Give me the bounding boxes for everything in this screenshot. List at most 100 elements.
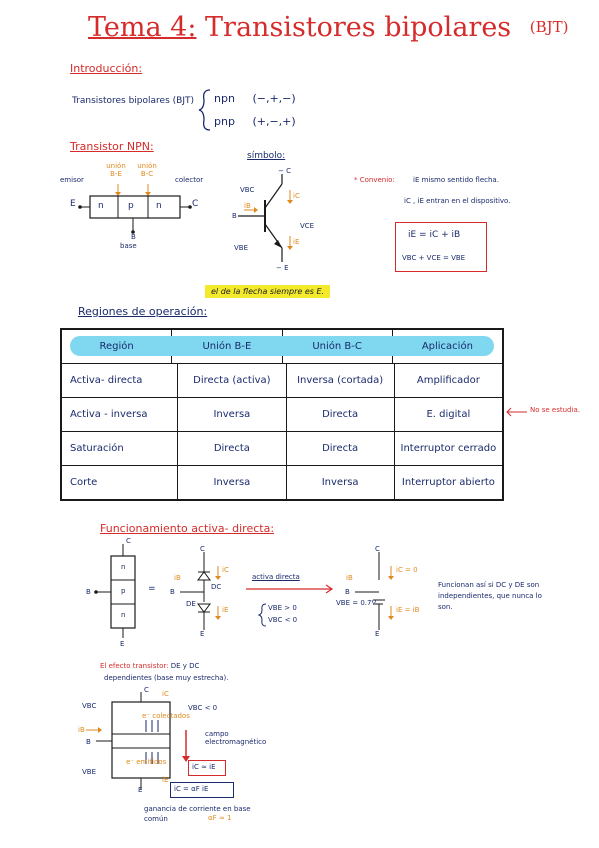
dm-B: B xyxy=(170,588,175,596)
npn-label: npn xyxy=(214,92,235,105)
dm-ie: iE xyxy=(222,606,229,614)
cond2: VBC < 0 xyxy=(268,616,298,624)
regions-heading: Regiones de operación: xyxy=(78,305,208,318)
cell: Inversa xyxy=(287,466,395,499)
simbolo-label: símbolo: xyxy=(247,151,286,161)
colector-label: colector xyxy=(175,176,204,184)
C-terminal: C xyxy=(192,199,199,209)
act-n2: n xyxy=(121,611,126,619)
dm-C: C xyxy=(200,545,205,553)
am-ieib: iE = iB xyxy=(396,606,420,614)
eq1: iE = iC + iB xyxy=(408,230,461,240)
yellow-note: el de la flecha siempre es E. xyxy=(205,285,331,298)
convenio-label: * Convenio: iE mismo sentido flecha. xyxy=(354,176,499,184)
box2-text: iC = αF iE xyxy=(174,785,209,793)
act-C: C xyxy=(126,537,131,545)
bjt-symbol xyxy=(238,174,293,262)
cond-brace xyxy=(258,603,267,627)
region-p: p xyxy=(128,201,134,211)
union-be-label: unión B-E xyxy=(106,162,126,178)
sym-vbc: VBC xyxy=(240,186,255,194)
npn-signs: (−,+,−) xyxy=(252,92,296,105)
box-alpha: iC = αF iE xyxy=(170,782,234,798)
B-terminal: B xyxy=(131,233,136,241)
sym-ie: iE xyxy=(293,238,300,246)
am-ic0: iC = 0 xyxy=(396,566,418,574)
table-row: Activa - inversa Inversa Directa E. digi… xyxy=(62,398,502,432)
page-title: Tema 4: Transistores bipolares (BJT) xyxy=(88,12,569,43)
ef-e-colectados: e⁻ colectados xyxy=(142,712,190,720)
ef-ie: iE xyxy=(162,776,169,784)
dm-E: E xyxy=(200,630,205,638)
dm-ic: iC xyxy=(222,566,229,574)
npn-block-diagram xyxy=(78,184,192,234)
title-part3: (BJT) xyxy=(529,18,569,36)
pnp-line: pnp (+,−,+) xyxy=(214,115,296,128)
cell: Directa xyxy=(178,432,287,465)
am-C: C xyxy=(375,545,380,553)
sym-vce: VCE xyxy=(300,222,315,230)
cell: Inversa (cortada) xyxy=(287,364,395,397)
regions-table: Región Unión B-E Unión B-C Aplicación Ac… xyxy=(60,328,504,501)
am-B: B xyxy=(345,588,350,596)
th-aplicacion: Aplicación xyxy=(421,341,473,352)
ef-vbc: VBC xyxy=(82,702,97,710)
table-header-row: Región Unión B-E Unión B-C Aplicación xyxy=(62,330,502,364)
table-row: Corte Inversa Inversa Interruptor abiert… xyxy=(62,466,502,499)
title-part2: Transistores bipolares xyxy=(205,12,512,43)
title-part1: Tema 4: xyxy=(88,12,197,43)
am-ib: iB xyxy=(346,574,353,582)
convenio-2: iC , iE entran en el dispositivo. xyxy=(404,197,511,205)
act-p: p xyxy=(121,587,126,595)
ganancia-text: ganancia de corriente en base común xyxy=(144,805,251,823)
ef-vbe: VBE xyxy=(82,768,97,776)
sym-vbe: VBE xyxy=(234,244,249,252)
region-n1: n xyxy=(98,201,104,211)
dm-de: DE xyxy=(186,600,196,608)
cell: Saturación xyxy=(62,432,179,465)
left-arrow-icon xyxy=(506,407,527,417)
E-terminal: E xyxy=(70,199,76,209)
sym-C: − C xyxy=(278,167,291,175)
cell: Interruptor cerrado xyxy=(400,443,497,454)
cell: Activa- directa xyxy=(62,364,179,397)
cell: Inversa xyxy=(178,466,287,499)
cell: Inversa xyxy=(178,398,287,431)
eq2: VBC + VCE = VBE xyxy=(402,254,466,262)
npn-vertical-diagram xyxy=(94,544,136,638)
sym-ic: iC xyxy=(293,192,300,200)
ef-e-emitidos: e⁻ emitidos xyxy=(126,758,167,766)
pnp-label: pnp xyxy=(214,115,235,128)
npn-line: npn (−,+,−) xyxy=(214,92,296,105)
region-n2: n xyxy=(156,201,162,211)
no-estudia-note: No se estudia. xyxy=(530,406,580,414)
box1-text: iC ≈ iE xyxy=(192,763,216,771)
emisor-label: emisor xyxy=(60,176,84,184)
ef-vbc-lt: VBC < 0 xyxy=(188,704,218,712)
am-E: E xyxy=(375,630,380,638)
act-n1: n xyxy=(121,563,126,571)
ef-E: E xyxy=(138,786,143,794)
sym-ib: iB xyxy=(244,202,251,210)
ef-campo: campo electromagnético xyxy=(205,730,267,746)
cell: E. digital xyxy=(426,409,471,420)
table-row: Saturación Directa Directa Interruptor c… xyxy=(62,432,502,466)
cell: Amplificador xyxy=(416,375,480,386)
am-vbe: VBE = 0.7V xyxy=(336,599,377,607)
act-B: B xyxy=(86,588,91,596)
equation-box: iE = iC + iB VBC + VCE = VBE xyxy=(395,222,487,272)
pnp-signs: (+,−,+) xyxy=(252,115,296,128)
cell: Directa xyxy=(287,398,395,431)
activa-heading: Funcionamiento activa- directa: xyxy=(100,522,275,535)
convenio-title: * Convenio: xyxy=(354,176,395,184)
active-model xyxy=(355,552,394,630)
activa-directa-label: activa directa xyxy=(252,573,300,581)
union-bc-label: unión B-C xyxy=(137,162,157,178)
cell: Corte xyxy=(62,466,179,499)
table-row: Activa- directa Directa (activa) Inversa… xyxy=(62,364,502,398)
cell: Directa xyxy=(287,432,395,465)
equals-sign: = xyxy=(148,584,156,594)
efecto-diagram xyxy=(86,692,190,790)
efecto-line1: El efecto transistor: DE y DC xyxy=(100,662,199,670)
intro-heading: Introducción: xyxy=(70,62,143,75)
